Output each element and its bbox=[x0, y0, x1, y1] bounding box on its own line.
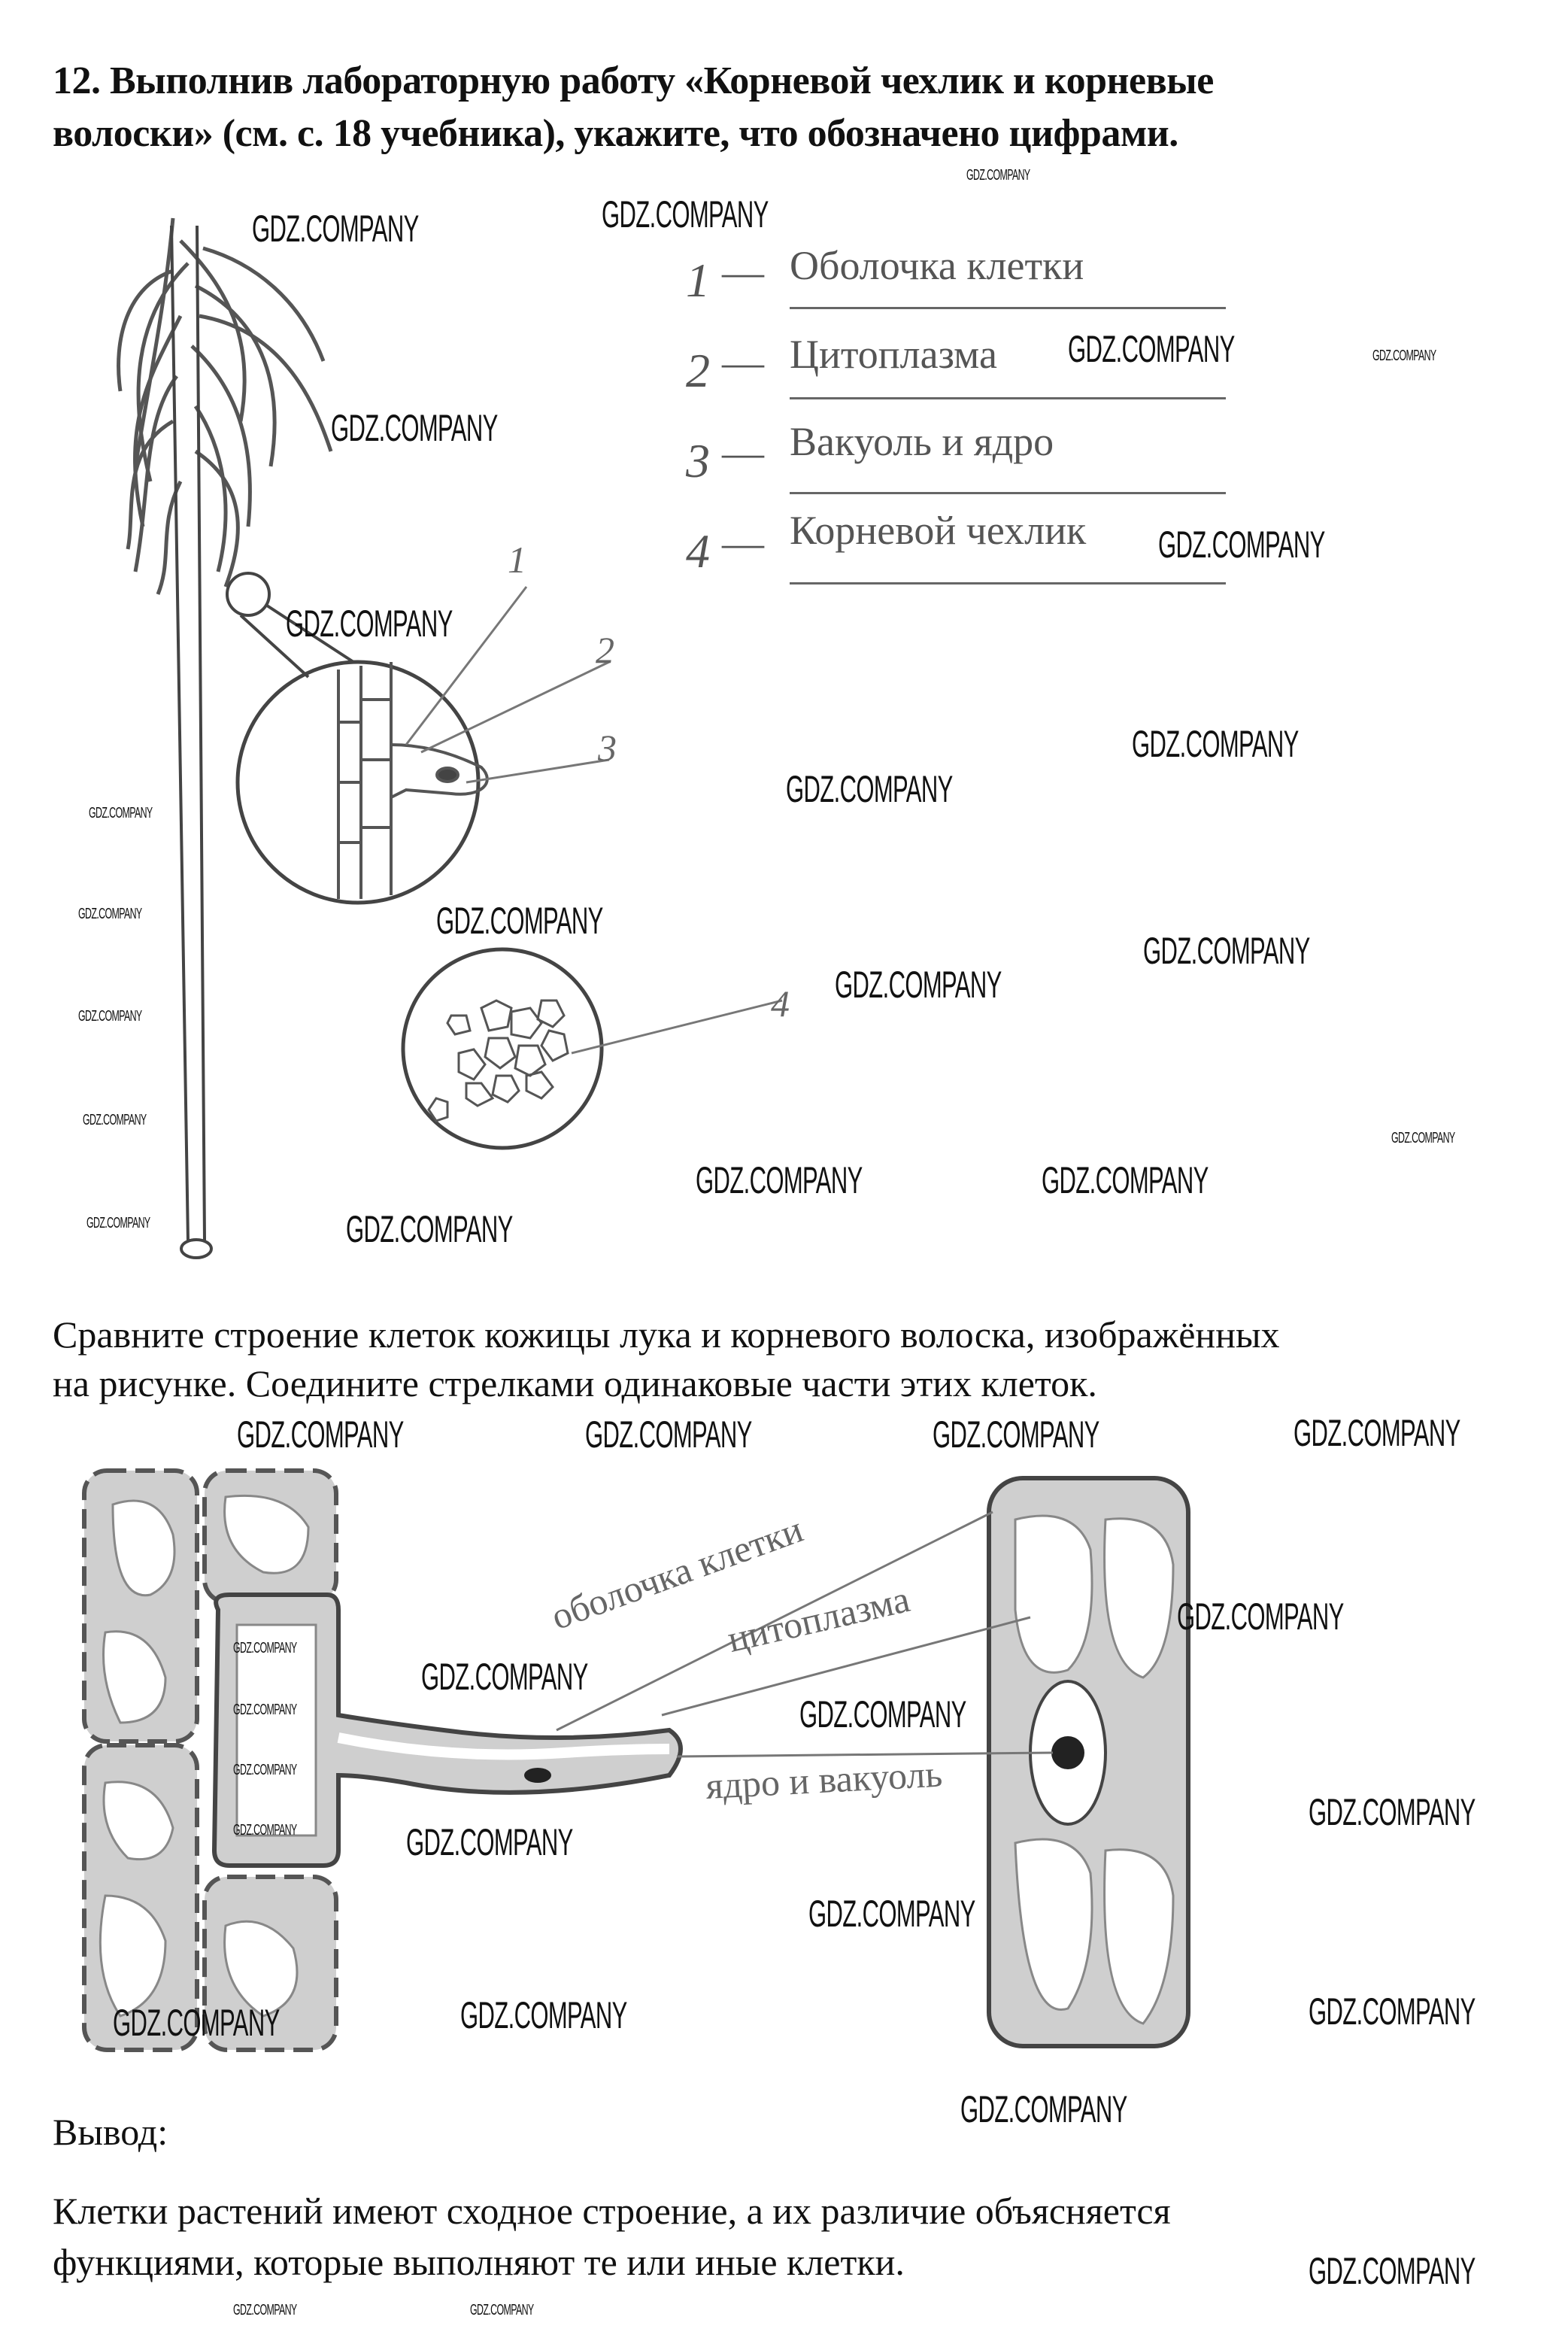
conclusion-heading: Вывод: bbox=[53, 2111, 168, 2153]
watermark: GDZ.COMPANY bbox=[1294, 1412, 1460, 1454]
figure-label-4: 4 bbox=[771, 982, 790, 1025]
answer-line bbox=[790, 582, 1226, 584]
answer-dash: — bbox=[722, 520, 764, 566]
answer-number: 3 bbox=[686, 434, 710, 487]
watermark: GDZ.COMPANY bbox=[933, 1413, 1099, 1456]
answer-text[interactable]: Вакуоль и ядро bbox=[790, 419, 1054, 464]
answer-number: 1 bbox=[686, 254, 710, 307]
watermark: GDZ.COMPANY bbox=[421, 1656, 588, 1698]
watermark: GDZ.COMPANY bbox=[331, 407, 498, 449]
root-cap-cells bbox=[427, 999, 569, 1122]
answer-number: 2 bbox=[686, 344, 710, 397]
watermark: GDZ.COMPANY bbox=[1068, 328, 1235, 370]
watermark: GDZ.COMPANY bbox=[808, 1893, 975, 1935]
cells-figure bbox=[82, 1468, 1190, 2052]
watermark: GDZ.COMPANY bbox=[233, 1762, 297, 1778]
figure-label-3: 3 bbox=[598, 727, 617, 769]
conclusion-line2[interactable]: функциями, которые выполняют те или иные… bbox=[53, 2241, 905, 2283]
watermark: GDZ.COMPANY bbox=[696, 1159, 863, 1201]
task-title-line2: волоски» (см. с. 18 учебника), укажите, … bbox=[53, 112, 1178, 155]
small-zoom-circle bbox=[226, 572, 271, 617]
watermark: GDZ.COMPANY bbox=[1309, 1990, 1475, 2033]
watermark: GDZ.COMPANY bbox=[1158, 524, 1325, 566]
answer-text[interactable]: Корневой чехлик bbox=[790, 508, 1087, 553]
watermark: GDZ.COMPANY bbox=[1309, 1791, 1475, 1833]
watermark: GDZ.COMPANY bbox=[602, 193, 769, 235]
watermark: GDZ.COMPANY bbox=[786, 768, 953, 810]
watermark: GDZ.COMPANY bbox=[835, 964, 1002, 1006]
answer-text[interactable]: Цитоплазма bbox=[790, 332, 997, 377]
figure-label-2: 2 bbox=[596, 629, 614, 671]
compare-line2: на рисунке. Соедините стрелками одинаков… bbox=[53, 1362, 1097, 1404]
root-figure bbox=[117, 217, 783, 1259]
answer-line bbox=[790, 397, 1226, 399]
watermark: GDZ.COMPANY bbox=[1042, 1159, 1209, 1201]
answer-line bbox=[790, 307, 1226, 309]
watermark: GDZ.COMPANY bbox=[1372, 348, 1436, 364]
watermark: GDZ.COMPANY bbox=[89, 805, 153, 821]
answer-line bbox=[790, 492, 1226, 494]
watermark: GDZ.COMPANY bbox=[252, 208, 419, 250]
watermark: GDZ.COMPANY bbox=[113, 2002, 280, 2044]
watermark: GDZ.COMPANY bbox=[966, 167, 1030, 184]
watermark: GDZ.COMPANY bbox=[460, 1994, 627, 2036]
root-hair-nucleus bbox=[524, 1768, 551, 1783]
conclusion-line1[interactable]: Клетки растений имеют сходное строение, … bbox=[53, 2190, 1171, 2232]
root-hair-zoom-circle bbox=[235, 660, 481, 905]
watermark: GDZ.COMPANY bbox=[78, 906, 142, 922]
answer-dash: — bbox=[722, 249, 764, 296]
watermark: GDZ.COMPANY bbox=[233, 1640, 297, 1656]
onion-nucleus bbox=[1051, 1736, 1084, 1769]
watermark: GDZ.COMPANY bbox=[286, 603, 453, 645]
figure-label-1: 1 bbox=[508, 539, 526, 581]
root-tip bbox=[180, 1238, 213, 1259]
answer-dash: — bbox=[722, 339, 764, 386]
watermark: GDZ.COMPANY bbox=[233, 2302, 297, 2318]
compare-line1: Сравните строение клеток кожицы лука и к… bbox=[53, 1313, 1280, 1356]
watermark: GDZ.COMPANY bbox=[83, 1112, 147, 1128]
watermark: GDZ.COMPANY bbox=[436, 900, 603, 942]
answer-number: 4 bbox=[686, 524, 710, 578]
watermark: GDZ.COMPANY bbox=[406, 1821, 573, 1863]
answer-dash: — bbox=[722, 430, 764, 476]
connecting-arrows bbox=[556, 1511, 1054, 1758]
answer-text[interactable]: Оболочка клетки bbox=[790, 243, 1084, 288]
root-hairs bbox=[117, 217, 333, 595]
watermark: GDZ.COMPANY bbox=[78, 1008, 142, 1025]
watermark: GDZ.COMPANY bbox=[799, 1693, 966, 1735]
main-root bbox=[170, 225, 206, 1242]
watermark: GDZ.COMPANY bbox=[1309, 2250, 1475, 2292]
watermark: GDZ.COMPANY bbox=[960, 2088, 1127, 2130]
watermark: GDZ.COMPANY bbox=[1132, 723, 1299, 765]
watermark: GDZ.COMPANY bbox=[233, 1702, 297, 1718]
task-title-line1: 12. Выполнив лабораторную работу «Корнев… bbox=[53, 59, 1214, 102]
watermark: GDZ.COMPANY bbox=[346, 1208, 513, 1250]
watermark: GDZ.COMPANY bbox=[1177, 1596, 1344, 1638]
watermark: GDZ.COMPANY bbox=[585, 1413, 752, 1456]
root-hair-cells bbox=[337, 662, 489, 899]
watermark: GDZ.COMPANY bbox=[1391, 1130, 1455, 1146]
watermark: GDZ.COMPANY bbox=[86, 1215, 150, 1231]
root-hair-cell bbox=[211, 1593, 683, 1868]
watermark: GDZ.COMPANY bbox=[233, 1822, 297, 1838]
watermark: GDZ.COMPANY bbox=[1143, 930, 1310, 972]
watermark: GDZ.COMPANY bbox=[470, 2302, 534, 2318]
root-cap-zoom-circle bbox=[401, 947, 604, 1150]
watermark: GDZ.COMPANY bbox=[237, 1413, 404, 1456]
